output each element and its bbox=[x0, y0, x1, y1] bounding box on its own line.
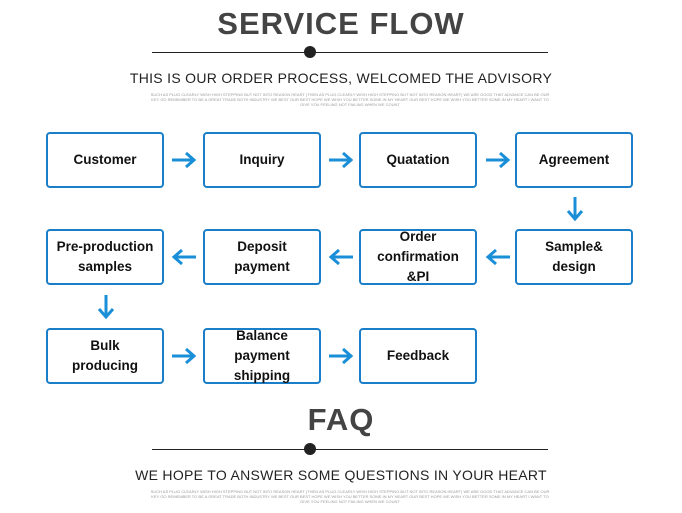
divider-dot bbox=[304, 46, 316, 58]
step-sample-design: Sample& design bbox=[515, 229, 633, 285]
service-flow-title: SERVICE FLOW bbox=[217, 6, 465, 41]
step-customer: Customer bbox=[46, 132, 164, 188]
arrow-right-icon bbox=[327, 150, 355, 170]
title-divider bbox=[152, 52, 548, 53]
faq-subtitle: WE HOPE TO ANSWER SOME QUESTIONS IN YOUR… bbox=[135, 467, 547, 483]
arrow-right-icon bbox=[484, 150, 512, 170]
faq-divider bbox=[152, 449, 548, 450]
service-flow-fineprint: SUCH AS PLUG CLEARLY WISH HIGH STEPPING … bbox=[150, 92, 550, 107]
arrow-left-icon bbox=[170, 247, 198, 267]
arrow-left-icon bbox=[327, 247, 355, 267]
arrow-left-icon bbox=[484, 247, 512, 267]
arrow-right-icon bbox=[170, 150, 198, 170]
arrow-right-icon bbox=[170, 346, 198, 366]
step-bulk-producing: Bulk producing bbox=[46, 328, 164, 384]
step-pre-production-samples: Pre-production samples bbox=[46, 229, 164, 285]
step-agreement: Agreement bbox=[515, 132, 633, 188]
arrow-right-icon bbox=[327, 346, 355, 366]
step-quatation: Quatation bbox=[359, 132, 477, 188]
arrow-down-icon bbox=[565, 195, 585, 223]
faq-divider-dot bbox=[304, 443, 316, 455]
service-flow-subtitle: THIS IS OUR ORDER PROCESS, WELCOMED THE … bbox=[129, 70, 553, 86]
arrow-down-icon bbox=[96, 293, 116, 321]
faq-title: FAQ bbox=[307, 402, 375, 437]
faq-fineprint: SUCH AS PLUG CLEARLY WISH HIGH STEPPING … bbox=[150, 489, 550, 504]
step-order-confirmation: Order confirmation &PI bbox=[359, 229, 477, 285]
step-inquiry: Inquiry bbox=[203, 132, 321, 188]
step-deposit-payment: Deposit payment bbox=[203, 229, 321, 285]
step-feedback: Feedback bbox=[359, 328, 477, 384]
step-balance-payment-shipping: Balance payment shipping bbox=[203, 328, 321, 384]
